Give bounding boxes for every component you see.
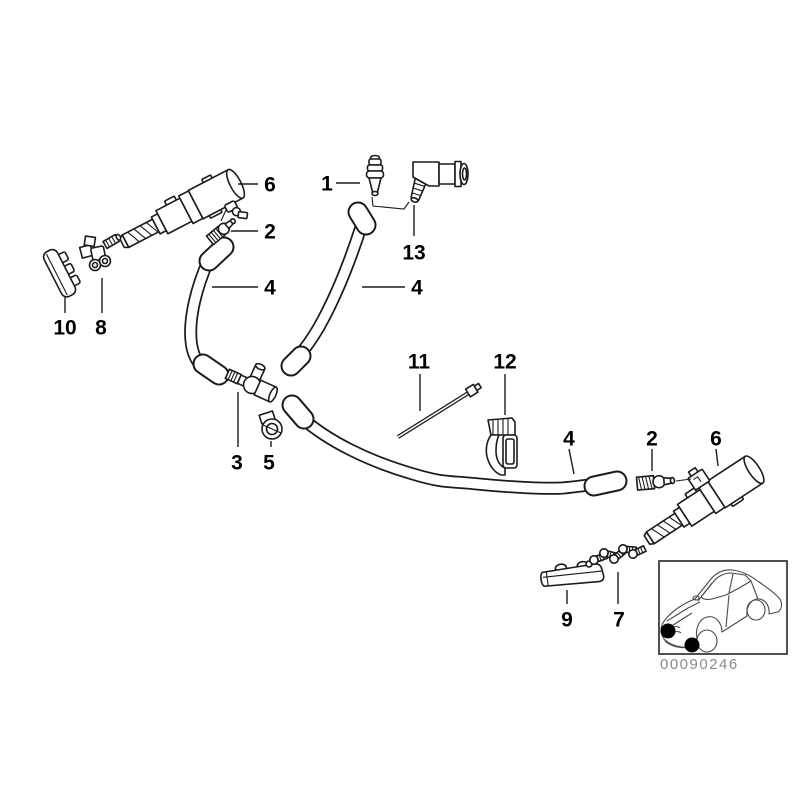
callout-12-11[interactable]: 12 [493,351,516,374]
callout-5-9[interactable]: 5 [263,452,275,475]
diagram-code: 00090246 [660,656,739,673]
part-5-hose-clamp [258,410,283,440]
callout-4-2[interactable]: 4 [264,277,276,300]
callout-2-13[interactable]: 2 [646,428,658,451]
part-6-washer-jet-right [643,455,765,545]
callout-9-15[interactable]: 9 [561,609,573,632]
part-3-t-connector [224,362,279,403]
callout-8-7[interactable]: 8 [95,317,107,340]
part-6-washer-jet-left [118,168,249,249]
pointer-line-middle [371,196,410,210]
callout-10-6[interactable]: 10 [53,317,76,340]
callout-leader-6-14 [715,448,719,467]
part-13-elbow-connector [410,160,469,203]
part-2-connector-left [205,217,237,246]
callout-4-12[interactable]: 4 [563,428,575,451]
part-11-cable-tie [396,382,482,439]
part-8-bracket [78,233,122,272]
callout-2-1[interactable]: 2 [264,221,276,244]
callout-4-5[interactable]: 4 [411,277,423,300]
callout-6-14[interactable]: 6 [710,428,722,451]
callout-6-0[interactable]: 6 [264,174,276,197]
part-1-connector [365,154,385,197]
callout-1-3[interactable]: 1 [321,173,333,196]
callout-13-4[interactable]: 13 [402,242,425,265]
location-dot-left [660,623,676,639]
pointer-line-left [220,209,227,222]
callout-leader-4-12 [568,448,575,475]
part-7-fittings [585,544,647,568]
pointer-line-right [675,478,692,482]
location-dot-right [684,637,700,653]
part-10-cover [42,248,81,298]
car-inset: 00090246 [658,560,788,673]
callout-7-16[interactable]: 7 [613,609,625,632]
callout-11-10[interactable]: 11 [408,351,431,374]
car-inset-frame [658,560,788,655]
hose-4-middle [280,201,377,377]
part-12-clip [485,417,518,476]
part-2-connector-right [635,474,676,491]
hose-4-long [281,394,628,497]
hose-4-left [184,236,235,386]
callout-3-8[interactable]: 3 [231,452,243,475]
